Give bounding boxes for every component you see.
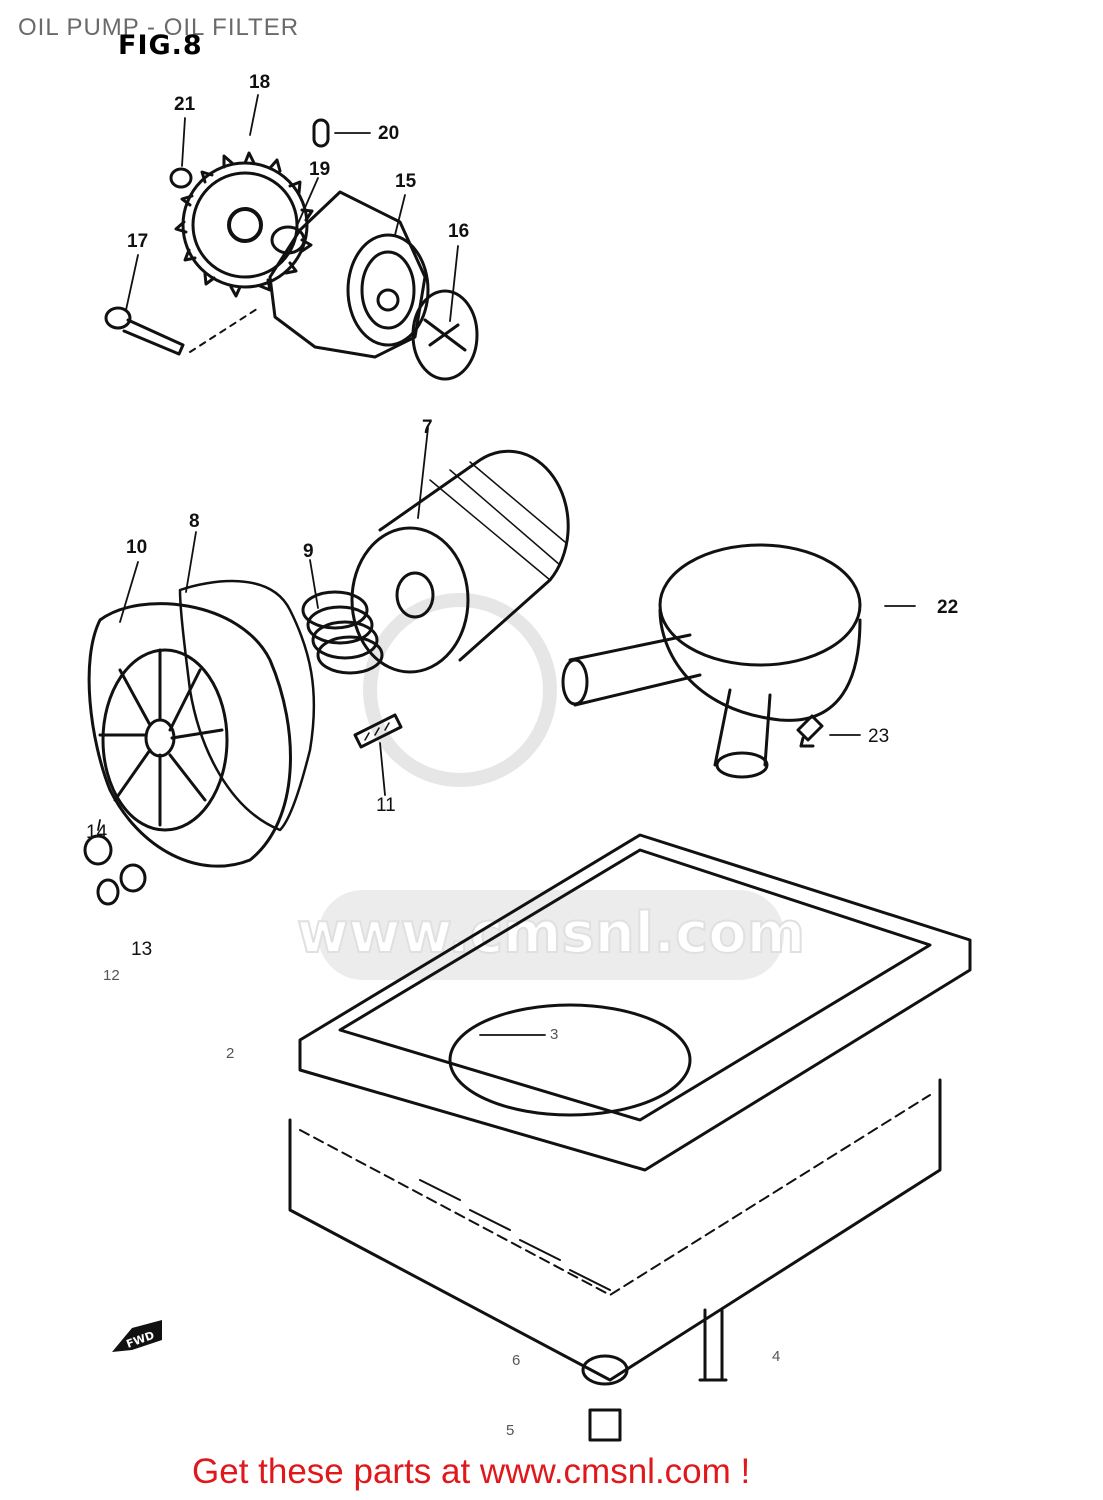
washer-19	[270, 225, 306, 255]
oil-pump-gear-18	[174, 151, 314, 298]
callout-9: 9	[303, 541, 314, 562]
footer-parts-link[interactable]: Get these parts at www.cmsnl.com !	[192, 1452, 751, 1491]
callout-2: 2	[226, 1045, 235, 1062]
drain-plug-6	[581, 1354, 629, 1386]
callout-22: 22	[937, 597, 959, 618]
stud-11	[353, 713, 403, 749]
spring-9	[301, 590, 384, 675]
callout-18: 18	[249, 72, 271, 93]
fwd-arrow-icon: FWD	[112, 1320, 162, 1352]
callout-20: 20	[378, 123, 400, 144]
oil-filter-7	[350, 449, 570, 674]
callout-10: 10	[126, 537, 148, 558]
circlip-21	[169, 167, 193, 189]
oil-pan-gasket-2	[298, 833, 972, 1172]
diagram-title: OIL PUMP - OIL FILTER	[18, 14, 300, 41]
callout-8: 8	[189, 511, 200, 532]
callout-19: 19	[309, 159, 331, 180]
callout-3: 3	[550, 1026, 559, 1043]
pump-cover-16	[411, 289, 479, 381]
callout-15: 15	[395, 171, 417, 192]
callout-16: 16	[448, 221, 470, 242]
callout-17: 17	[127, 231, 149, 252]
oil-strainer-22	[561, 543, 862, 779]
oil-pump-body-15	[268, 190, 430, 359]
leader-lines	[97, 94, 916, 1036]
figure-number: FIG.8	[118, 30, 203, 61]
callout-4: 4	[772, 1348, 781, 1365]
callout-12: 12	[103, 967, 120, 984]
drain-washer-5	[588, 1408, 622, 1442]
callout-7: 7	[422, 417, 433, 438]
nut-14	[83, 834, 113, 866]
filter-cover-10	[87, 602, 292, 868]
pan-bolt-4	[698, 1308, 728, 1382]
callout-14: 14	[86, 822, 108, 843]
callout-5: 5	[506, 1422, 515, 1439]
callout-23: 23	[868, 726, 890, 747]
filter-gasket-8	[178, 579, 316, 832]
callout-21: 21	[174, 94, 196, 115]
pin-20	[312, 118, 330, 148]
oil-pan-3	[288, 1003, 942, 1382]
bolt-17	[104, 306, 261, 356]
washer-13	[119, 863, 147, 893]
watermark-text: www.cmsnl.com	[297, 901, 805, 966]
callout-13: 13	[131, 939, 153, 960]
washer-12	[96, 878, 120, 906]
callout-6: 6	[512, 1352, 521, 1369]
bolt-23	[796, 714, 824, 748]
callout-11: 11	[376, 795, 396, 816]
